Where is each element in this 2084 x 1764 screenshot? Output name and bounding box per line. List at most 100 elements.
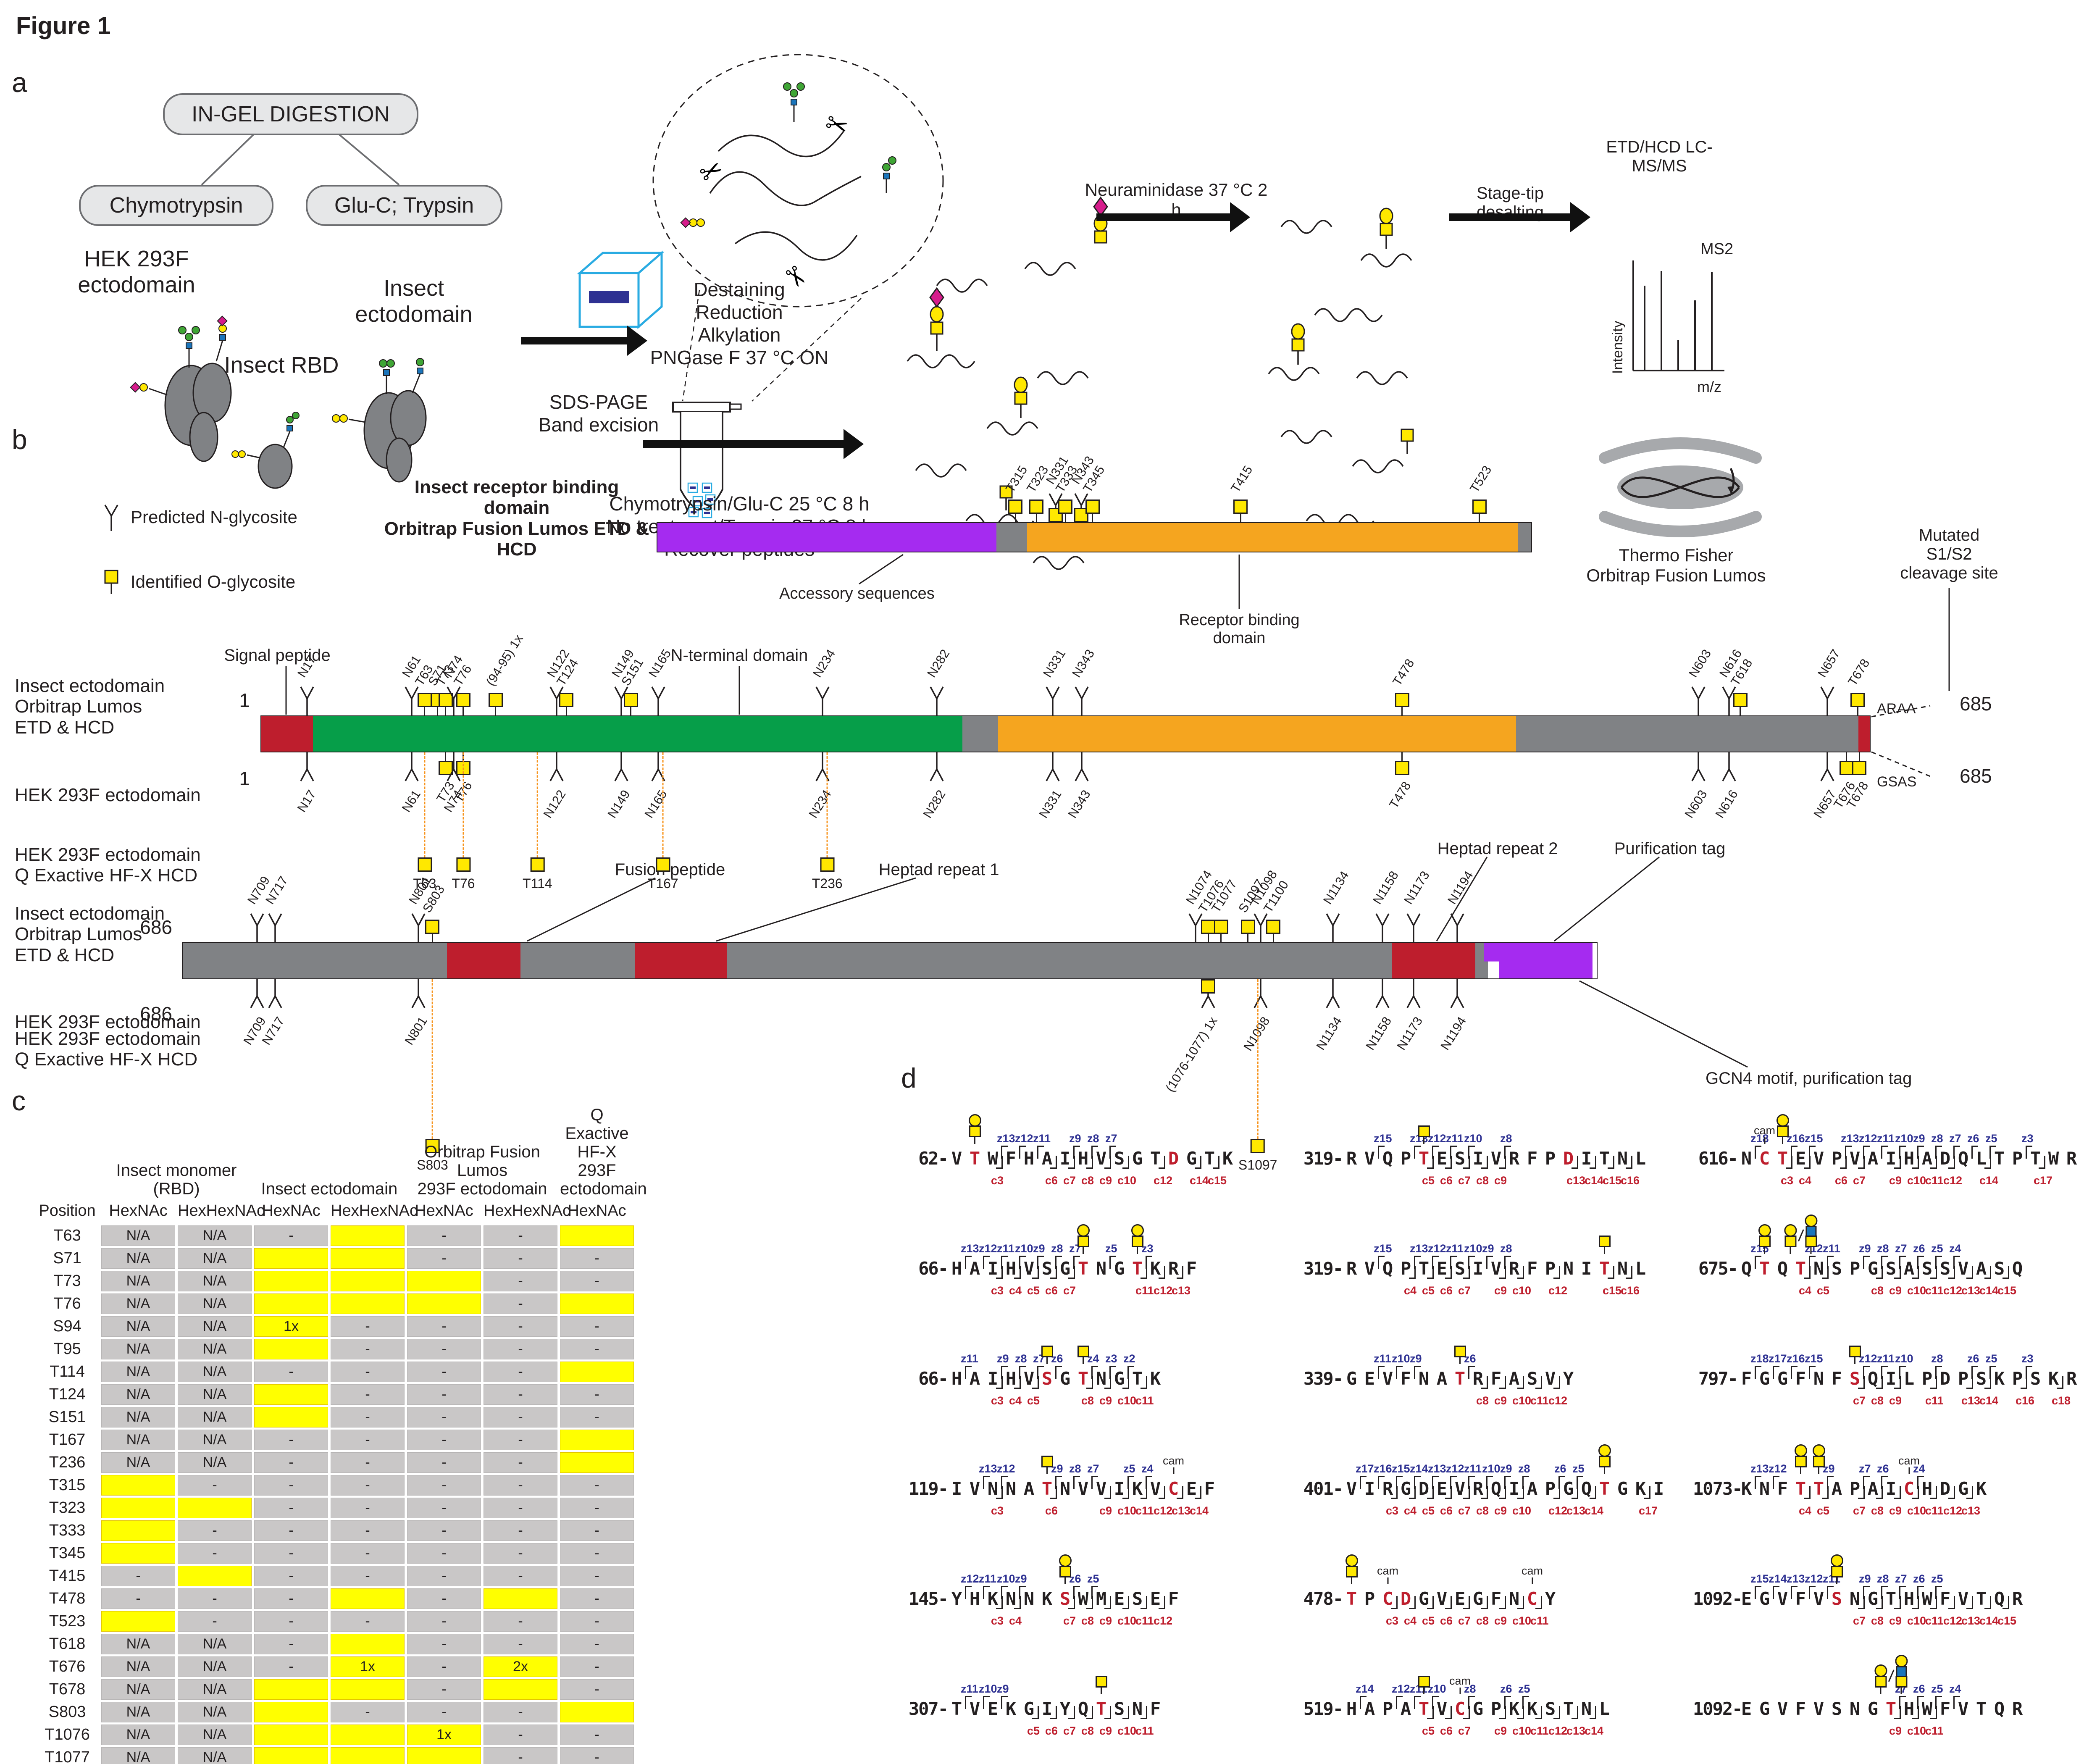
c-fragment-tick xyxy=(1391,1486,1398,1499)
residue-D13: D xyxy=(1168,1148,1179,1169)
residue-N5: N xyxy=(1813,1368,1824,1389)
glycan-stack xyxy=(1059,1554,1072,1584)
residue-G8: G xyxy=(1867,1258,1879,1279)
panel-b-label: HEK 293F ectodomain xyxy=(15,785,201,805)
glycosite-label: T478 xyxy=(1387,779,1414,811)
z-fragment-tick xyxy=(983,1256,990,1269)
table-cell-y xyxy=(331,1588,405,1609)
c-fragment-tick xyxy=(1104,1706,1111,1719)
n-glycosite-y-icon xyxy=(405,752,419,781)
marker-stem xyxy=(1858,752,1860,761)
glycan-stem xyxy=(1423,1688,1424,1694)
table-position-T236: T236 xyxy=(49,1454,86,1471)
c-fragment-tick xyxy=(1032,1266,1039,1279)
glycan-stem xyxy=(1083,1247,1084,1254)
glycosite-N1158: N1158 xyxy=(1363,979,1394,1053)
table-cell-y xyxy=(254,1339,328,1359)
released-glycan xyxy=(680,217,705,228)
o-glycosite-square xyxy=(425,920,440,934)
galnac-square-icon xyxy=(1813,1456,1825,1467)
pointer-line xyxy=(1871,751,1931,777)
table-position-T73: T73 xyxy=(53,1272,81,1290)
peptide-start-position: 519- xyxy=(1303,1698,1343,1719)
table-cell-y1x: 1x xyxy=(254,1316,328,1337)
peptide-start-position: 66- xyxy=(918,1368,949,1389)
table-cell-dash: - xyxy=(407,1543,481,1564)
glycosite-N657: N657 xyxy=(1811,752,1839,820)
scissors-icon: ✂ xyxy=(822,107,852,143)
glycosite-label: (94-95) 1x xyxy=(483,632,526,689)
c-fragment-tick xyxy=(1122,1156,1129,1169)
z-ion-label: z8 xyxy=(1087,1132,1099,1145)
residue-Q16: Q xyxy=(2012,1258,2023,1279)
table-cell-dash: - xyxy=(560,1611,634,1632)
c-fragment-tick xyxy=(1427,1486,1434,1499)
cam-label: cam xyxy=(1753,1124,1776,1137)
table-cell-dash: - xyxy=(331,1543,405,1564)
galactose-circle-icon xyxy=(1059,1554,1072,1567)
residue-T15: T xyxy=(1599,1478,1610,1499)
residue-T15: T xyxy=(1599,1258,1610,1279)
c-ion-label: c9 xyxy=(1889,1725,1902,1737)
o-glycosite-square xyxy=(530,857,545,872)
residue-N1: N xyxy=(1741,1148,1752,1169)
table-cell-dash: - xyxy=(484,1248,557,1269)
c-fragment-tick xyxy=(1086,1596,1093,1609)
residue-E12: E xyxy=(1150,1588,1161,1609)
residue-K18: K xyxy=(2048,1368,2059,1389)
residue-N7: N xyxy=(1849,1698,1861,1719)
o-glycosite-square xyxy=(456,693,470,707)
c-ion-label: c11 xyxy=(1135,1284,1154,1297)
glcnac-blue-square-icon xyxy=(1805,1226,1817,1237)
c-ion-label: c15 xyxy=(1997,1614,2017,1627)
residue-V3: V xyxy=(1382,1368,1393,1389)
z-ion-label: z7 xyxy=(1949,1132,1961,1145)
glycosite-label: N1158 xyxy=(1363,1015,1394,1053)
c-fragment-tick xyxy=(1876,1486,1883,1499)
c-ion-label: c13 xyxy=(1961,1504,1981,1517)
n-glycosite-y-icon xyxy=(411,979,426,1008)
table-cell-na: N/A xyxy=(101,1702,175,1722)
glycosite-N17: N17 xyxy=(295,752,319,815)
o-glycosite-square xyxy=(1733,693,1748,707)
residue-E14: E xyxy=(1186,1478,1197,1499)
bar-segment-gray xyxy=(727,943,1392,978)
z-fragment-tick xyxy=(1146,1256,1152,1269)
residue-V13: V xyxy=(1958,1698,1969,1719)
z-fragment-tick xyxy=(1917,1586,1924,1599)
galnac-square-icon xyxy=(1805,1236,1817,1247)
glycosite-N603: N603 xyxy=(1682,752,1710,820)
c-ion-label: c7 xyxy=(1458,1614,1471,1627)
z-ion-label: z11 xyxy=(1374,1352,1392,1365)
bar-segment-gray xyxy=(1516,716,1859,752)
glycosite-N1194: N1194 xyxy=(1438,979,1469,1053)
c-ion-label: c12 xyxy=(1154,1284,1173,1297)
z-fragment-tick xyxy=(1935,1256,1942,1269)
table-cell-dash: - xyxy=(407,1430,481,1450)
c-fragment-tick xyxy=(1644,1486,1650,1499)
o-glycan-icon xyxy=(1131,1224,1144,1254)
c-ion-label: c13 xyxy=(1172,1284,1191,1297)
c-ion-label: c5 xyxy=(1422,1614,1435,1627)
table-cell-dash: - xyxy=(407,1362,481,1382)
glycosite-N17: N17 xyxy=(295,653,319,715)
c-ion-label: c16 xyxy=(2016,1394,2035,1407)
c-ion-label: c14 xyxy=(1979,1394,1999,1407)
z-fragment-tick xyxy=(1809,1366,1816,1379)
n-glycosite-y-icon xyxy=(815,686,830,715)
glycosite-N122: N122 xyxy=(541,752,568,820)
o-glycopeptide-mark xyxy=(929,287,944,351)
z-ion-label: z2 xyxy=(1123,1352,1135,1365)
residue-F12: F xyxy=(1939,1588,1951,1609)
c-ion-label: c5 xyxy=(1422,1504,1435,1517)
marker-stem xyxy=(431,934,433,942)
o-glycosite-marker xyxy=(1214,920,1228,942)
table-cell-na: N/A xyxy=(101,1339,175,1359)
residue-V9: V xyxy=(1096,1478,1107,1499)
n-glycosite-y-icon xyxy=(300,686,314,715)
residue-V2: V xyxy=(1364,1258,1375,1279)
residue-V12: V xyxy=(1150,1478,1161,1499)
